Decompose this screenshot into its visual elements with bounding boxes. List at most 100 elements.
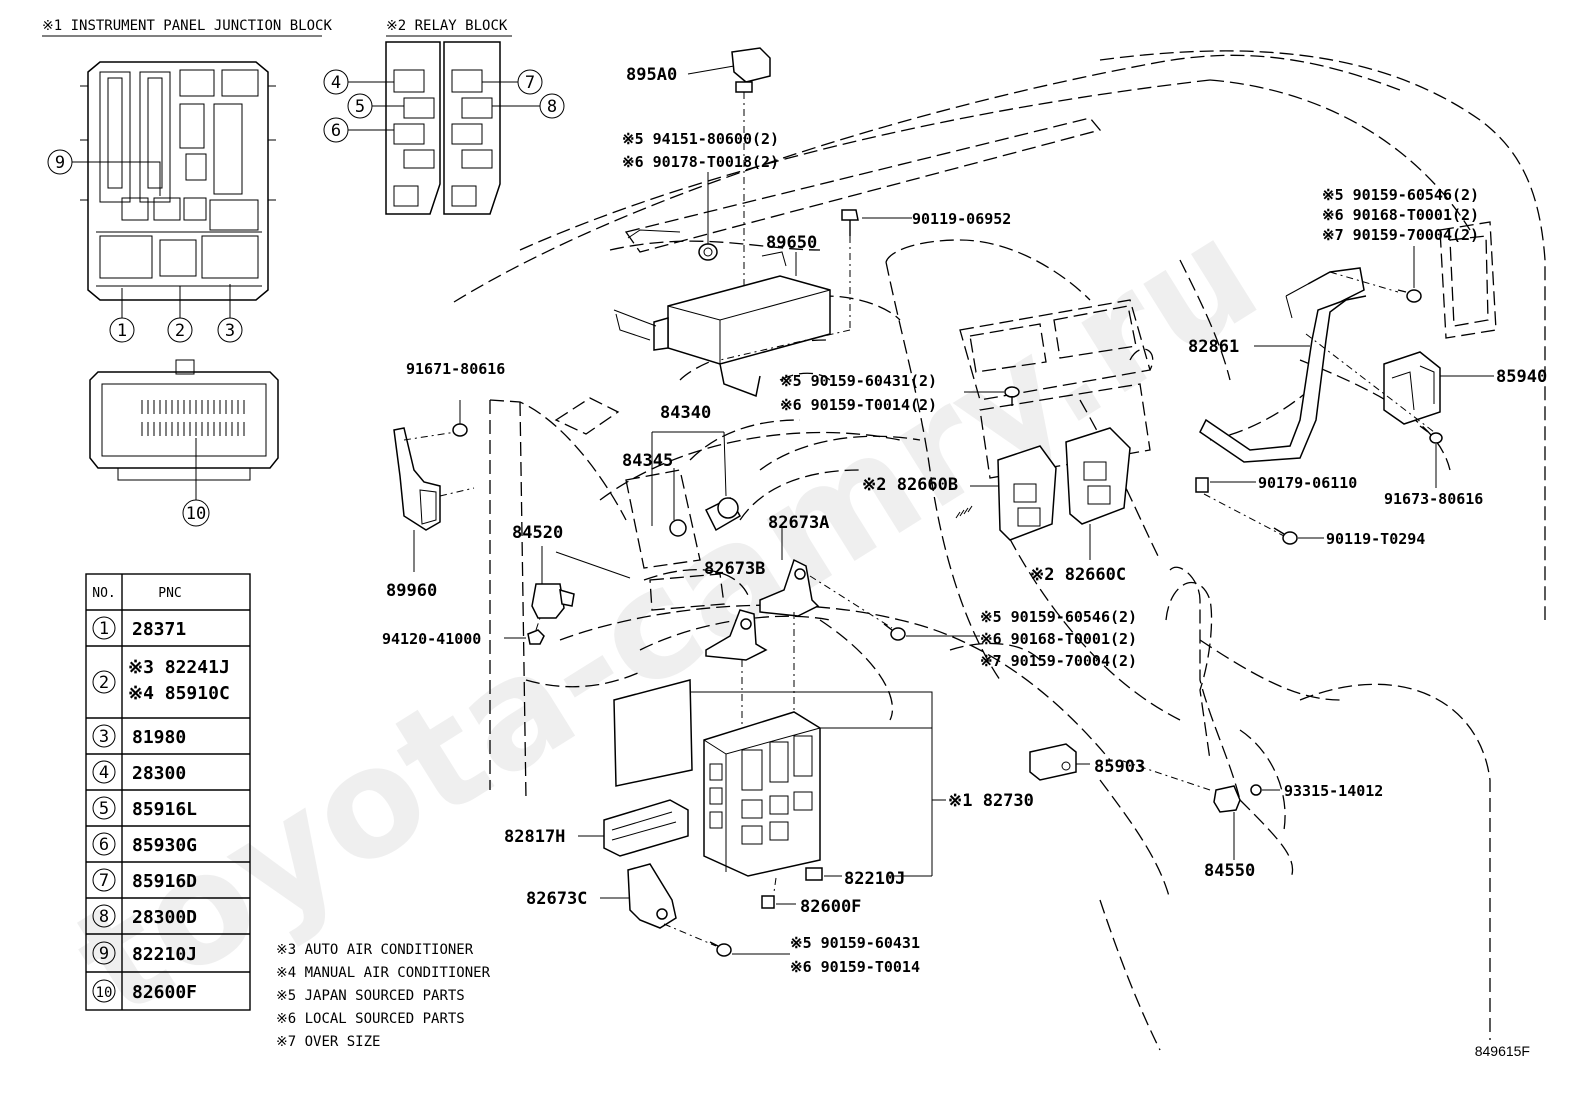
svg-text:3: 3 xyxy=(225,321,235,341)
note-4: ※4 MANUAL AIR CONDITIONER xyxy=(276,965,491,981)
table-row-no: 1 xyxy=(99,619,109,639)
callout-82861: 82861 xyxy=(1188,337,1239,357)
callout-90159-70004-a: ※7 90159-70004(2) xyxy=(1322,226,1479,244)
svg-text:4: 4 xyxy=(331,73,341,93)
callout-90159-T0014: ※6 90159-T0014 xyxy=(790,958,920,976)
notes: ※3 AUTO AIR CONDITIONER ※4 MANUAL AIR CO… xyxy=(276,942,491,1050)
part-84520 xyxy=(531,583,575,619)
svg-text:6: 6 xyxy=(331,121,341,141)
callout-93315: 93315-14012 xyxy=(1284,782,1383,800)
callout-94151: ※5 94151-80600(2) xyxy=(622,130,779,148)
table-row-pnc: 85930G xyxy=(132,835,197,856)
table-row-no: 8 xyxy=(99,907,109,927)
part-85903 xyxy=(1029,743,1077,781)
callout-82600F: 82600F xyxy=(800,897,861,917)
callout-85940: 85940 xyxy=(1496,367,1547,387)
callout-90168-a: ※6 90168-T0001(2) xyxy=(1322,206,1479,224)
callout-90159-60546-a: ※5 90159-60546(2) xyxy=(1322,186,1479,204)
part-82861 xyxy=(1199,267,1367,463)
table-row-pnc: 28300 xyxy=(132,763,186,784)
table-row-pnc: 85916L xyxy=(132,799,197,820)
part-89650 xyxy=(613,251,831,398)
table-row-pnc: 28300D xyxy=(132,907,197,928)
table-row-no: 4 xyxy=(99,763,109,783)
svg-text:7: 7 xyxy=(525,73,535,93)
table-row-no: 2 xyxy=(99,673,109,693)
svg-text:2: 2 xyxy=(175,321,185,341)
callout-90159-60431: ※5 90159-60431 xyxy=(790,934,920,952)
callout-82817H: 82817H xyxy=(504,827,565,847)
part-82600F xyxy=(761,895,775,909)
part-895A0 xyxy=(731,47,771,93)
table-row-no: 5 xyxy=(99,799,109,819)
note-3: ※3 AUTO AIR CONDITIONER xyxy=(276,942,474,958)
cover-plate xyxy=(613,679,693,787)
circle-8 xyxy=(539,93,565,119)
part-84550 xyxy=(1213,785,1241,813)
callout-94120: 94120-41000 xyxy=(382,630,481,648)
nut-93315 xyxy=(1250,784,1262,796)
callout-90159-70004-b: ※7 90159-70004(2) xyxy=(980,652,1137,670)
bolt-90159-60546-a xyxy=(1397,289,1422,303)
junction-block-side-view xyxy=(89,359,279,481)
callout-84345: 84345 xyxy=(622,451,673,471)
bolt-90159-60431 xyxy=(709,941,732,957)
table-row-no: 9 xyxy=(99,944,109,964)
part-82673B xyxy=(705,609,768,661)
part-82210J xyxy=(805,867,823,881)
shift-lever xyxy=(1165,582,1286,831)
relay-block-header: ※2 RELAY BLOCK xyxy=(386,18,508,34)
bolt-91671 xyxy=(452,400,468,437)
callout-91671: 91671-80616 xyxy=(406,360,505,378)
circle-6 xyxy=(323,117,349,143)
table-row-no: 7 xyxy=(99,871,109,891)
callout-84340: 84340 xyxy=(660,403,711,423)
part-82660B xyxy=(955,445,1057,541)
part-82673A xyxy=(759,558,820,617)
svg-text:5: 5 xyxy=(355,97,365,117)
table-row-no: 10 xyxy=(96,985,113,1001)
callout-91673: 91673-80616 xyxy=(1384,490,1483,508)
svg-text:8: 8 xyxy=(547,97,557,117)
table-row-pnc: 81980 xyxy=(132,727,186,748)
callout-90178: ※6 90178-T0018(2) xyxy=(622,153,779,171)
circle-1 xyxy=(109,317,135,343)
callout-84520: 84520 xyxy=(512,523,563,543)
table-row-pnc: ※4 85910C xyxy=(128,683,230,704)
callout-90179: 90179-06110 xyxy=(1258,474,1357,492)
callout-84550: 84550 xyxy=(1204,861,1255,881)
callout-82210J: 82210J xyxy=(844,869,905,889)
relay-block-drawing xyxy=(385,41,501,215)
circle-3 xyxy=(217,317,243,343)
table-row-pnc: 82210J xyxy=(132,944,197,965)
callout-82673C: 82673C xyxy=(526,889,587,909)
callout-82660C: ※2 82660C xyxy=(1030,565,1126,585)
circle-7 xyxy=(517,69,543,95)
callouts: 895A0 ※5 94151-80600(2) ※6 90178-T0018(2… xyxy=(382,65,1547,976)
svg-text:1: 1 xyxy=(117,321,127,341)
callout-89650: 89650 xyxy=(766,233,817,253)
table-row-pnc: ※3 82241J xyxy=(128,657,230,678)
circle-9 xyxy=(47,149,73,175)
callout-90168-b: ※6 90168-T0001(2) xyxy=(980,630,1137,648)
callout-90159-60546-b: ※5 90159-60546(2) xyxy=(980,608,1137,626)
junction-block-drawing xyxy=(80,61,276,301)
nut-90178 xyxy=(698,243,718,261)
table-row-pnc: 82600F xyxy=(132,982,197,1003)
table-row-pnc: 85916D xyxy=(132,871,197,892)
bolt-90159-60546-b xyxy=(883,623,906,641)
table-col-no: NO. xyxy=(92,586,115,601)
callout-90119-06952: 90119-06952 xyxy=(912,210,1011,228)
callout-90159-60431-2: ※5 90159-60431(2) xyxy=(780,372,937,390)
svg-text:10: 10 xyxy=(186,504,206,524)
nut-94120 xyxy=(527,629,545,645)
junction-block-header: ※1 INSTRUMENT PANEL JUNCTION BLOCK xyxy=(42,18,332,34)
part-89960 xyxy=(393,427,441,531)
figure-id: 849615F xyxy=(1475,1043,1530,1059)
note-7: ※7 OVER SIZE xyxy=(276,1034,380,1050)
bolt-90119-06952 xyxy=(841,209,859,236)
part-84340 xyxy=(704,497,742,532)
callout-90159-T0014-2: ※6 90159-T0014(2) xyxy=(780,396,937,414)
part-85940 xyxy=(1383,351,1441,425)
